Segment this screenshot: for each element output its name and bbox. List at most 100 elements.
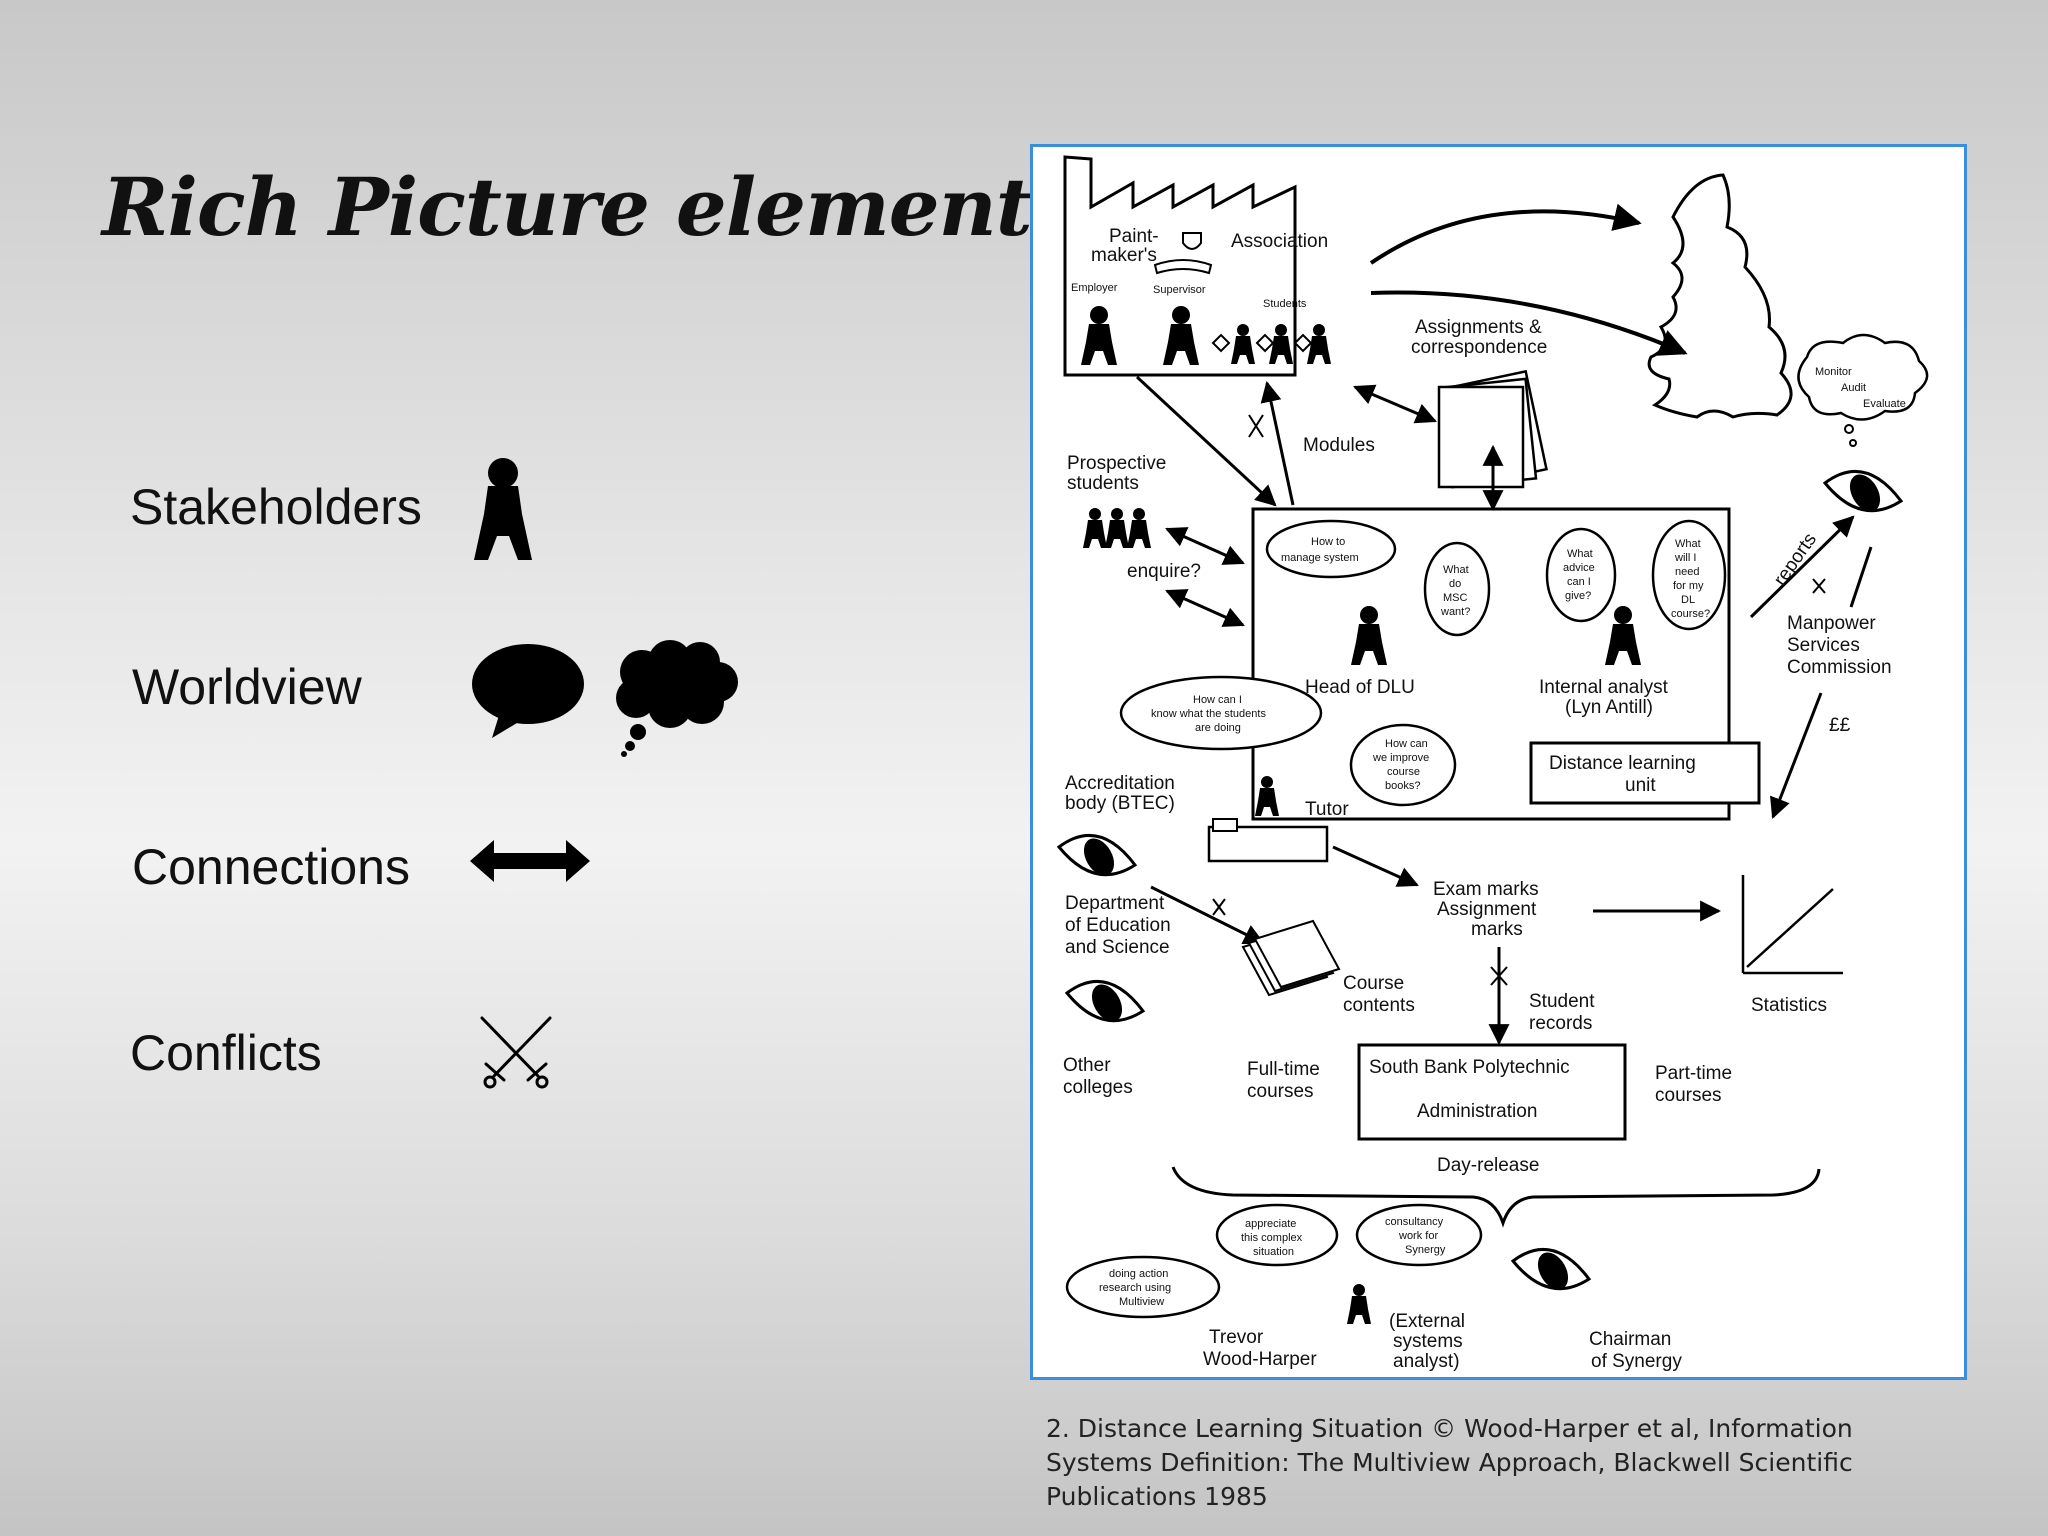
student-records-label: Student xyxy=(1529,991,1595,1012)
prospective-students-label: Prospective xyxy=(1067,453,1166,474)
factory xyxy=(1063,155,1297,377)
fulltime-label: Full-time xyxy=(1247,1059,1320,1080)
supervisor-figure xyxy=(1163,306,1199,365)
svg-text:course: course xyxy=(1387,766,1420,778)
statistics-graph-icon xyxy=(1741,875,1843,975)
monitor-eye-icon xyxy=(1823,467,1903,519)
dlu-container xyxy=(1251,507,1731,821)
svg-text:want?: want? xyxy=(1440,606,1470,618)
prospective-students-label-2: students xyxy=(1067,473,1139,494)
exam-marks-label-3: marks xyxy=(1471,919,1523,940)
paintmakers-label-2: maker's xyxy=(1091,245,1157,266)
external-analyst-label-2: systems xyxy=(1393,1331,1463,1352)
svg-text:can I: can I xyxy=(1567,576,1591,588)
chairman-eye-icon xyxy=(1511,1245,1591,1297)
dept-eye-icon xyxy=(1057,831,1137,883)
sbp-label-2: Administration xyxy=(1417,1101,1537,1122)
paintmakers-label: Paint- xyxy=(1109,226,1159,247)
svg-text:this complex: this complex xyxy=(1241,1232,1303,1244)
svg-text:appreciate: appreciate xyxy=(1245,1218,1296,1230)
assignments-label-2: correspondence xyxy=(1411,337,1547,358)
dlu-label: Distance learning xyxy=(1549,753,1696,774)
crossed-swords-icon xyxy=(480,1016,552,1089)
svg-text:know what the students: know what the students xyxy=(1151,708,1266,720)
diagram-canvas: Paint- maker's Association Employer Supe… xyxy=(1057,155,1929,1372)
uk-map xyxy=(1647,173,1793,419)
svg-text:What: What xyxy=(1443,564,1469,576)
manpower-label-3: Commission xyxy=(1787,657,1892,678)
manpower-label: Manpower xyxy=(1787,613,1876,634)
svg-text:situation: situation xyxy=(1253,1246,1294,1258)
double-arrow-icon xyxy=(470,840,590,882)
documents-icon xyxy=(1437,369,1548,489)
svg-text:What: What xyxy=(1675,538,1701,550)
svg-text:MSC: MSC xyxy=(1443,592,1468,604)
head-of-dlu-figure xyxy=(1351,606,1387,665)
dlu-label-2: unit xyxy=(1625,775,1656,796)
trevor-label-2: Wood-Harper xyxy=(1203,1349,1317,1370)
accreditation-label-2: body (BTEC) xyxy=(1065,793,1175,814)
dept-label: Department xyxy=(1065,893,1165,914)
rich-picture-diagram: Paint- maker's Association Employer Supe… xyxy=(1030,144,1967,1380)
pounds-label: ££ xyxy=(1829,715,1851,736)
person-icon xyxy=(474,458,532,560)
svg-text:will I: will I xyxy=(1674,552,1696,564)
svg-text:work for: work for xyxy=(1398,1230,1438,1242)
association-label: Association xyxy=(1231,231,1328,252)
svg-text:for my: for my xyxy=(1673,580,1704,592)
svg-text:need: need xyxy=(1675,566,1699,578)
figure-caption: 2. Distance Learning Situation © Wood-Ha… xyxy=(1046,1414,1853,1511)
trevor-label: Trevor xyxy=(1209,1327,1264,1348)
dlu-box xyxy=(1529,741,1761,805)
supervisor-label: Supervisor xyxy=(1153,284,1206,296)
student-records-label-2: records xyxy=(1529,1013,1592,1034)
dept-label-3: and Science xyxy=(1065,937,1170,958)
svg-text:Evaluate: Evaluate xyxy=(1863,398,1906,410)
other-colleges-label: Other xyxy=(1063,1055,1111,1076)
course-contents-label: Course xyxy=(1343,973,1404,994)
svg-text:we improve: we improve xyxy=(1372,752,1429,764)
internal-analyst-figure xyxy=(1605,606,1641,665)
other-colleges-label-2: colleges xyxy=(1063,1077,1133,1098)
speech-bubble-icon xyxy=(472,644,584,738)
monitor-cloud xyxy=(1797,333,1929,421)
legend-label-connections: Connections xyxy=(132,839,410,895)
colleges-eye-icon xyxy=(1065,977,1145,1029)
svg-text:DL: DL xyxy=(1681,594,1695,606)
svg-text:Audit: Audit xyxy=(1841,382,1866,394)
svg-text:What: What xyxy=(1567,548,1593,560)
svg-text:How can: How can xyxy=(1385,738,1428,750)
slide-title: Rich Picture elements xyxy=(102,160,1077,254)
accreditation-label: Accreditation xyxy=(1065,773,1175,794)
svg-text:books?: books? xyxy=(1385,780,1420,792)
legend-label-worldview: Worldview xyxy=(132,659,362,715)
enquire-label: enquire? xyxy=(1127,561,1201,582)
dayrelease-label: Day-release xyxy=(1437,1155,1539,1176)
manpower-label-2: Services xyxy=(1787,635,1860,656)
svg-text:How to: How to xyxy=(1311,536,1345,548)
external-analyst-label: (External xyxy=(1389,1311,1465,1332)
day-release-brace xyxy=(1171,1166,1821,1228)
tutor-label: Tutor xyxy=(1305,799,1349,820)
svg-text:consultancy: consultancy xyxy=(1385,1216,1444,1228)
svg-text:course?: course? xyxy=(1671,608,1710,620)
legend-label-stakeholders: Stakeholders xyxy=(130,479,422,535)
svg-text:research using: research using xyxy=(1099,1282,1171,1294)
chairman-label: Chairman xyxy=(1589,1329,1671,1350)
employer-label: Employer xyxy=(1071,282,1118,294)
svg-text:do: do xyxy=(1449,578,1461,590)
legend-label-conflicts: Conflicts xyxy=(130,1025,322,1081)
course-contents-label-2: contents xyxy=(1343,995,1415,1016)
assignments-label: Assignments & xyxy=(1415,317,1542,338)
external-analyst-label-3: analyst) xyxy=(1393,1351,1460,1372)
svg-text:doing action: doing action xyxy=(1109,1268,1168,1280)
modules-label: Modules xyxy=(1303,435,1375,456)
tutor-desk xyxy=(1207,825,1329,863)
sbp-box xyxy=(1357,1043,1627,1141)
svg-text:advice: advice xyxy=(1563,562,1595,574)
exam-marks-label-2: Assignment xyxy=(1437,899,1537,920)
parttime-label-2: courses xyxy=(1655,1085,1722,1106)
svg-text:Multiview: Multiview xyxy=(1119,1296,1164,1308)
statistics-label: Statistics xyxy=(1751,995,1827,1016)
dept-label-2: of Education xyxy=(1065,915,1171,936)
